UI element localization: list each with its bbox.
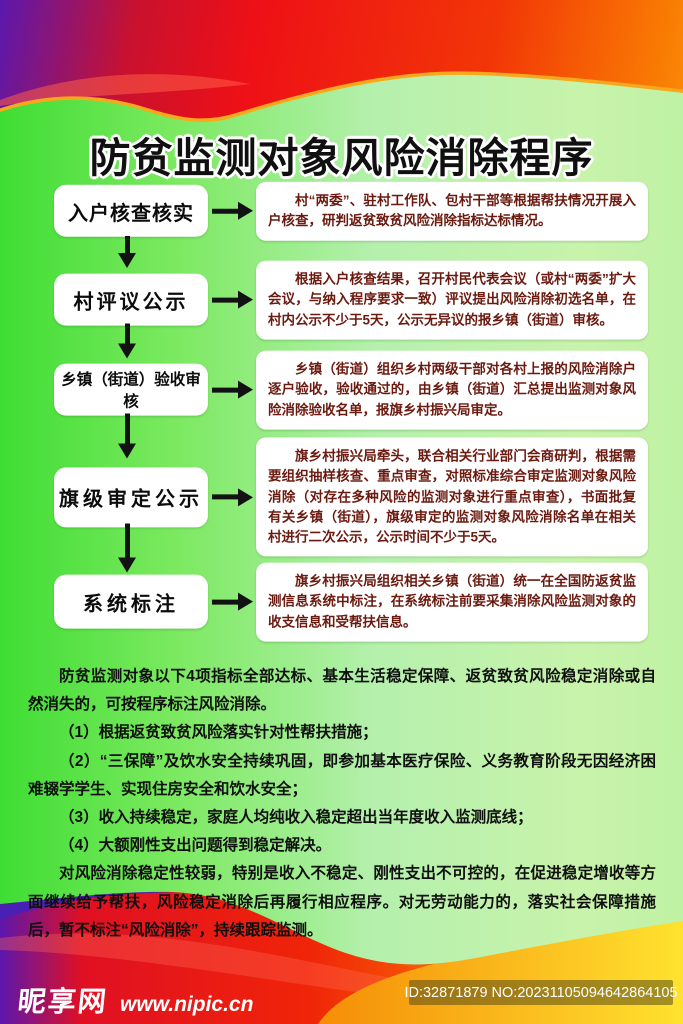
step-label: 系统标注 bbox=[83, 593, 179, 616]
arrow-down-icon bbox=[116, 523, 138, 573]
flow-row: 入户核查核实 村“两委”、驻村工作队、包村干部等根据帮扶情况开展入户核查，研判返… bbox=[54, 181, 648, 241]
step-label-box: 系统标注 bbox=[54, 575, 208, 629]
step-description: 旗乡村振兴局牵头，联合相关行业部门会商研判，根据需要组织抽样核查、重点审查，对照… bbox=[268, 448, 636, 545]
step-description-box: 旗乡村振兴局牵头，联合相关行业部门会商研判，根据需要组织抽样核查、重点审查，对照… bbox=[256, 437, 648, 557]
step-description: 根据入户核查结果，召开村民代表会议（或村“两委”扩大会议，与纳入程序要求一致）评… bbox=[268, 271, 636, 328]
notes-section: 防贫监测对象以下4项指标全部达标、基本生活稳定保障、返贫致贫风险稳定消除或自然消… bbox=[28, 663, 656, 945]
site-logo: 昵享网 bbox=[16, 986, 110, 1017]
page-title: 防贫监测对象风险消除程序 bbox=[89, 135, 594, 181]
notes-item: （1）根据返贫致贫风险落实针对性帮扶措施； bbox=[59, 724, 378, 742]
step-description: 旗乡村振兴局组织相关乡镇（街道）统一在全国防返贫监测信息系统中标注，在系统标注前… bbox=[268, 573, 636, 630]
step-description-box: 乡镇（街道）组织乡村两级干部对各村上报的风险消除户逐户验收，验收通过的，由乡镇（… bbox=[256, 350, 648, 430]
flow-row: 旗级审定公示 旗乡村振兴局牵头，联合相关行业部门会商研判，根据需要组织抽样核查、… bbox=[54, 437, 648, 557]
notes-item: （4）大额刚性支出问题得到稳定解决。 bbox=[59, 837, 332, 855]
arrow-right-icon bbox=[208, 202, 256, 220]
site-url[interactable]: www.nipic.cn bbox=[120, 993, 254, 1016]
step-label: 村评议公示 bbox=[73, 291, 189, 314]
notes-intro: 防贫监测对象以下4项指标全部达标、基本生活稳定保障、返贫致贫风险稳定消除或自然消… bbox=[28, 668, 656, 714]
step-label: 旗级审定公示 bbox=[59, 488, 203, 511]
step-description-box: 村“两委”、驻村工作队、包村干部等根据帮扶情况开展入户核查，研判返贫致贫风险消除… bbox=[256, 181, 648, 241]
image-id-badge: ID:32871879 NO:20231105094642864105 bbox=[404, 980, 678, 1005]
notes-item: （2）“三保障”及饮水安全持续巩固，即参加基本医疗保险、义务教育阶段无因经济困难… bbox=[28, 752, 656, 798]
step-label-box: 入户核查核实 bbox=[54, 185, 208, 237]
image-id-text: ID:32871879 NO:20231105094642864105 bbox=[404, 984, 678, 1001]
flow-row: 村评议公示 根据入户核查结果，召开村民代表会议（或村“两委”扩大会议，与纳入程序… bbox=[54, 260, 648, 340]
step-description-box: 根据入户核查结果，召开村民代表会议（或村“两委”扩大会议，与纳入程序要求一致）评… bbox=[256, 260, 648, 340]
notes-item: （3）收入持续稳定，家庭人均纯收入稳定超出当年度收入监测底线； bbox=[59, 809, 533, 827]
arrow-right-icon bbox=[208, 488, 256, 506]
step-label-box: 旗级审定公示 bbox=[54, 467, 208, 527]
notes-outro: 对风险消除稳定性较弱，特别是收入不稳定、刚性支出不可控的，在促进稳定增收等方面继… bbox=[28, 865, 656, 939]
bottom-light-accent bbox=[0, 933, 683, 1016]
step-description-box: 旗乡村振兴局组织相关乡镇（街道）统一在全国防返贫监测信息系统中标注，在系统标注前… bbox=[256, 562, 648, 642]
step-label: 入户核查核实 bbox=[68, 202, 194, 225]
arrow-down-icon bbox=[116, 413, 138, 459]
arrow-down-icon bbox=[116, 323, 138, 359]
step-description: 乡镇（街道）组织乡村两级干部对各村上报的风险消除户逐户验收，验收通过的，由乡镇（… bbox=[268, 361, 636, 418]
arrow-right-icon bbox=[208, 291, 256, 309]
arrow-right-icon bbox=[208, 381, 256, 399]
flow-row: 系统标注 旗乡村振兴局组织相关乡镇（街道）统一在全国防返贫监测信息系统中标注，在… bbox=[54, 562, 648, 642]
step-description: 村“两委”、驻村工作队、包村干部等根据帮扶情况开展入户核查，研判返贫致贫风险消除… bbox=[268, 192, 636, 228]
flow-row: 乡镇（街道）验收审核 乡镇（街道）组织乡村两级干部对各村上报的风险消除户逐户验收… bbox=[54, 350, 648, 430]
arrow-right-icon bbox=[208, 593, 256, 611]
step-label-box: 村评议公示 bbox=[54, 274, 208, 326]
notes-items: （1）根据返贫致贫风险落实针对性帮扶措施； （2）“三保障”及饮水安全持续巩固，… bbox=[28, 719, 656, 860]
step-label: 乡镇（街道）验收审核 bbox=[61, 372, 201, 411]
watermark-brand: 昵享网 www.nipic.cn bbox=[16, 980, 254, 1020]
step-label-box: 乡镇（街道）验收审核 bbox=[54, 364, 208, 416]
arrow-down-icon bbox=[116, 236, 138, 268]
